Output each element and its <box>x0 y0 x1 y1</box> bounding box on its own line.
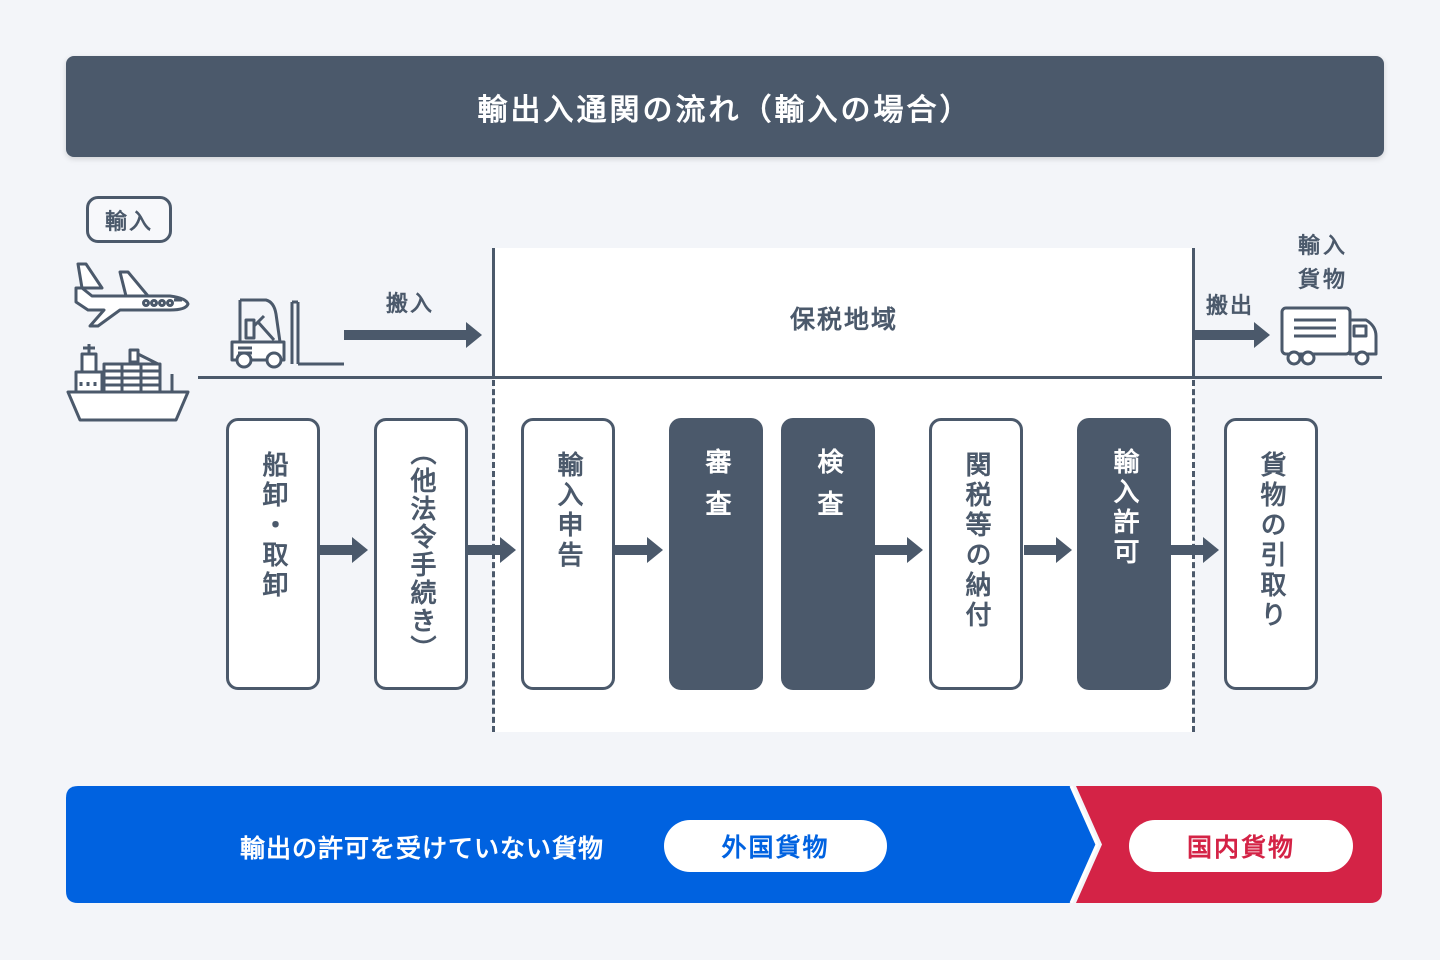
carry-out-label: 搬出 <box>1206 294 1255 319</box>
foreign-goods-pill: 外国貨物 <box>664 820 887 872</box>
import-badge: 輸入 <box>86 196 172 243</box>
step-label: 輸入申告 <box>553 451 583 571</box>
step-unloading: 船卸・取卸 <box>226 418 320 690</box>
flow-arrow-icon <box>875 537 923 563</box>
step-label: 関税等の納付 <box>961 451 991 631</box>
import-goods-label: 輸入 貨物 <box>1298 230 1348 298</box>
domestic-goods-pill: 国内貨物 <box>1129 820 1353 872</box>
step-examination: 審査 <box>669 418 763 690</box>
step-label: 審査 <box>701 448 731 532</box>
step-cargo-pickup: 貨物の引取り <box>1224 418 1318 690</box>
import-goods-label-line2: 貨物 <box>1298 268 1349 293</box>
foreign-goods-description: 輸出の許可を受けていない貨物 <box>240 834 605 863</box>
step-label: 輸入許可 <box>1109 448 1139 568</box>
flow-arrow-icon <box>615 537 663 563</box>
flow-arrow-icon <box>1171 537 1219 563</box>
step-other-laws: （他法令手続き） <box>374 418 468 690</box>
forklift-icon <box>230 298 344 369</box>
bonded-boundary-right-dashed <box>1192 380 1195 732</box>
carry-in-arrow <box>344 322 482 348</box>
carry-in-label: 搬入 <box>386 292 435 317</box>
bonded-boundary-left <box>492 248 495 378</box>
page-title: 輸出入通関の流れ（輸入の場合） <box>477 92 973 128</box>
step-inspection: 検査 <box>781 418 875 690</box>
step-label: 検査 <box>813 448 843 532</box>
bonded-area-label: 保税地域 <box>789 305 898 334</box>
bonded-boundary-left-dashed <box>492 380 495 732</box>
title-bar: 輸出入通関の流れ（輸入の場合） <box>66 56 1384 157</box>
flow-arrow-icon <box>468 537 516 563</box>
truck-icon <box>1280 306 1378 366</box>
flow-arrow-icon <box>320 537 368 563</box>
airplane-icon <box>74 262 190 328</box>
cargo-ship-icon <box>66 344 190 422</box>
flow-arrow-icon <box>1024 537 1072 563</box>
step-label: （他法令手続き） <box>406 439 436 663</box>
step-duty-payment: 関税等の納付 <box>929 418 1023 690</box>
bonded-boundary-right <box>1192 248 1195 378</box>
import-goods-label-line1: 輸入 <box>1298 234 1349 259</box>
ground-line <box>198 376 1382 379</box>
step-import-permit: 輸入許可 <box>1077 418 1171 690</box>
carry-out-arrow <box>1194 322 1270 348</box>
step-label: 貨物の引取り <box>1256 451 1286 631</box>
step-label: 船卸・取卸 <box>258 451 288 601</box>
step-import-declaration: 輸入申告 <box>521 418 615 690</box>
